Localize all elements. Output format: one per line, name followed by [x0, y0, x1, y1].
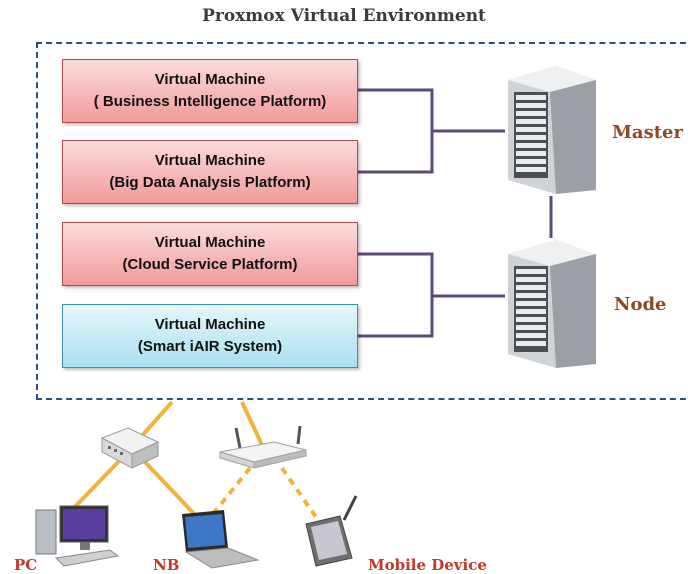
- vm-title: Virtual Machine: [154, 316, 266, 333]
- nb-label: NB: [153, 556, 180, 574]
- node-server-icon: [508, 240, 596, 368]
- vm-smart-iair: Virtual Machine (Smart iAIR System): [62, 304, 358, 368]
- pc-label: PC: [14, 556, 38, 574]
- master-label: Master: [612, 122, 683, 143]
- vm-subtitle: ( Business Intelligence Platform): [93, 93, 327, 110]
- router-icon: [219, 425, 307, 469]
- diagram-title: Proxmox Virtual Environment: [202, 6, 486, 26]
- vm-big-data-analysis: Virtual Machine (Big Data Analysis Platf…: [62, 140, 358, 204]
- vm-subtitle: (Big Data Analysis Platform): [109, 174, 311, 191]
- vm-business-intelligence: Virtual Machine ( Business Intelligence …: [62, 59, 358, 123]
- vm-subtitle: (Smart iAIR System): [137, 338, 283, 355]
- tablet-icon: [305, 495, 358, 567]
- pc-icon: [35, 505, 120, 567]
- vm-cloud-service: Virtual Machine (Cloud Service Platform): [62, 222, 358, 286]
- vm-title: Virtual Machine: [154, 234, 266, 251]
- switch-icon: [100, 427, 160, 469]
- vm-title: Virtual Machine: [154, 152, 266, 169]
- node-label: Node: [614, 294, 667, 315]
- vm-title: Virtual Machine: [154, 71, 266, 88]
- master-server-icon: [508, 66, 596, 194]
- vm-subtitle: (Cloud Service Platform): [122, 256, 298, 273]
- mobile-device-label: Mobile Device: [368, 556, 487, 574]
- proxmox-environment-frame: [36, 42, 688, 400]
- laptop-icon: [182, 510, 260, 569]
